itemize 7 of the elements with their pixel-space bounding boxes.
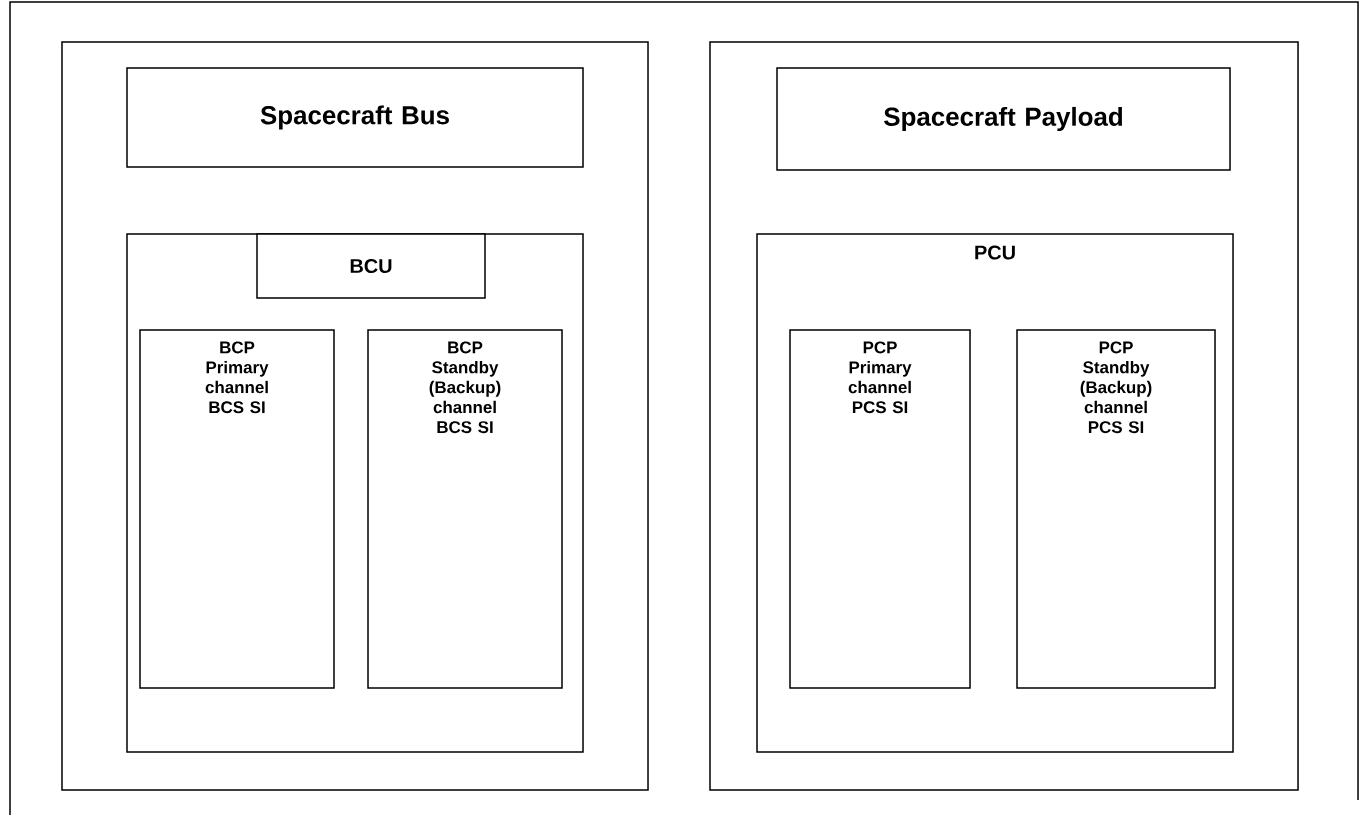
channel-box: BCP Standby (Backup) channel BCS SI — [367, 329, 563, 689]
channel-box: BCP Primary channel BCS SI — [139, 329, 335, 689]
title-box: Spacecraft Bus — [126, 67, 584, 168]
unit-label-box: BCU — [256, 233, 486, 299]
title-box: Spacecraft Payload — [776, 67, 1231, 171]
channel-box: PCP Standby (Backup) channel PCS SI — [1016, 329, 1216, 689]
channel-box: PCP Primary channel PCS SI — [789, 329, 971, 689]
